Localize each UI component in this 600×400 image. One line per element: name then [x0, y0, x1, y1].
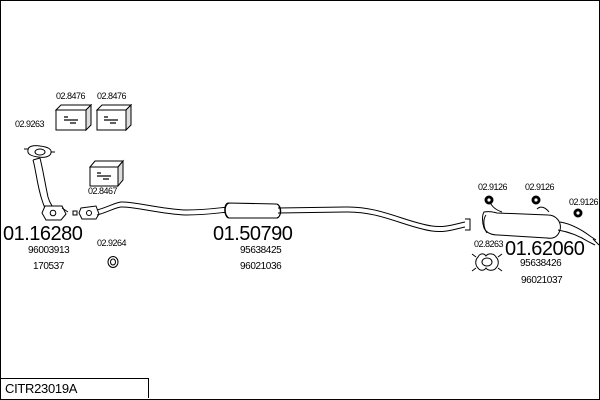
fitting-label: 02.9126	[569, 197, 599, 207]
fitting-label: 02.8467	[88, 186, 118, 196]
fitting-label: 02.9126	[525, 182, 555, 192]
clamp-icon	[471, 253, 503, 272]
ring-clamp-icon	[107, 256, 119, 268]
part-reference: 96003913	[28, 245, 70, 256]
fitting-label: 02.9263	[15, 119, 45, 129]
fitting-label: 02.8476	[97, 91, 127, 101]
kit-code-box: CITR23019A	[1, 378, 149, 398]
fitting-label: 02.8263	[474, 239, 504, 249]
rear-silencer	[482, 201, 600, 246]
part-reference: 170537	[33, 261, 64, 272]
gasket-icon	[24, 145, 55, 158]
clamp-icon	[72, 210, 78, 216]
rubber-mount-icon	[484, 195, 494, 205]
kit-code: CITR23019A	[5, 381, 78, 396]
part-reference: 96021036	[240, 261, 282, 272]
part-number: 01.16280	[3, 223, 83, 245]
flange-connector	[78, 205, 100, 220]
fitting-box-icon	[88, 159, 125, 188]
part-reference: 95638425	[240, 245, 282, 256]
fitting-label: 02.9264	[97, 238, 127, 248]
front-pipe	[32, 157, 69, 221]
intermediate-pipe	[96, 201, 471, 232]
fitting-box-icon	[95, 103, 133, 132]
part-reference: 96021037	[521, 275, 563, 286]
fitting-box-icon	[54, 103, 93, 132]
part-number: 01.62060	[505, 238, 585, 260]
rubber-mount-icon	[531, 195, 541, 205]
fitting-label: 02.9126	[478, 182, 508, 192]
fitting-label: 02.8476	[56, 91, 86, 101]
rubber-mount-icon	[573, 208, 583, 218]
part-number: 01.50790	[213, 223, 293, 245]
part-reference: 95638426	[520, 258, 562, 269]
